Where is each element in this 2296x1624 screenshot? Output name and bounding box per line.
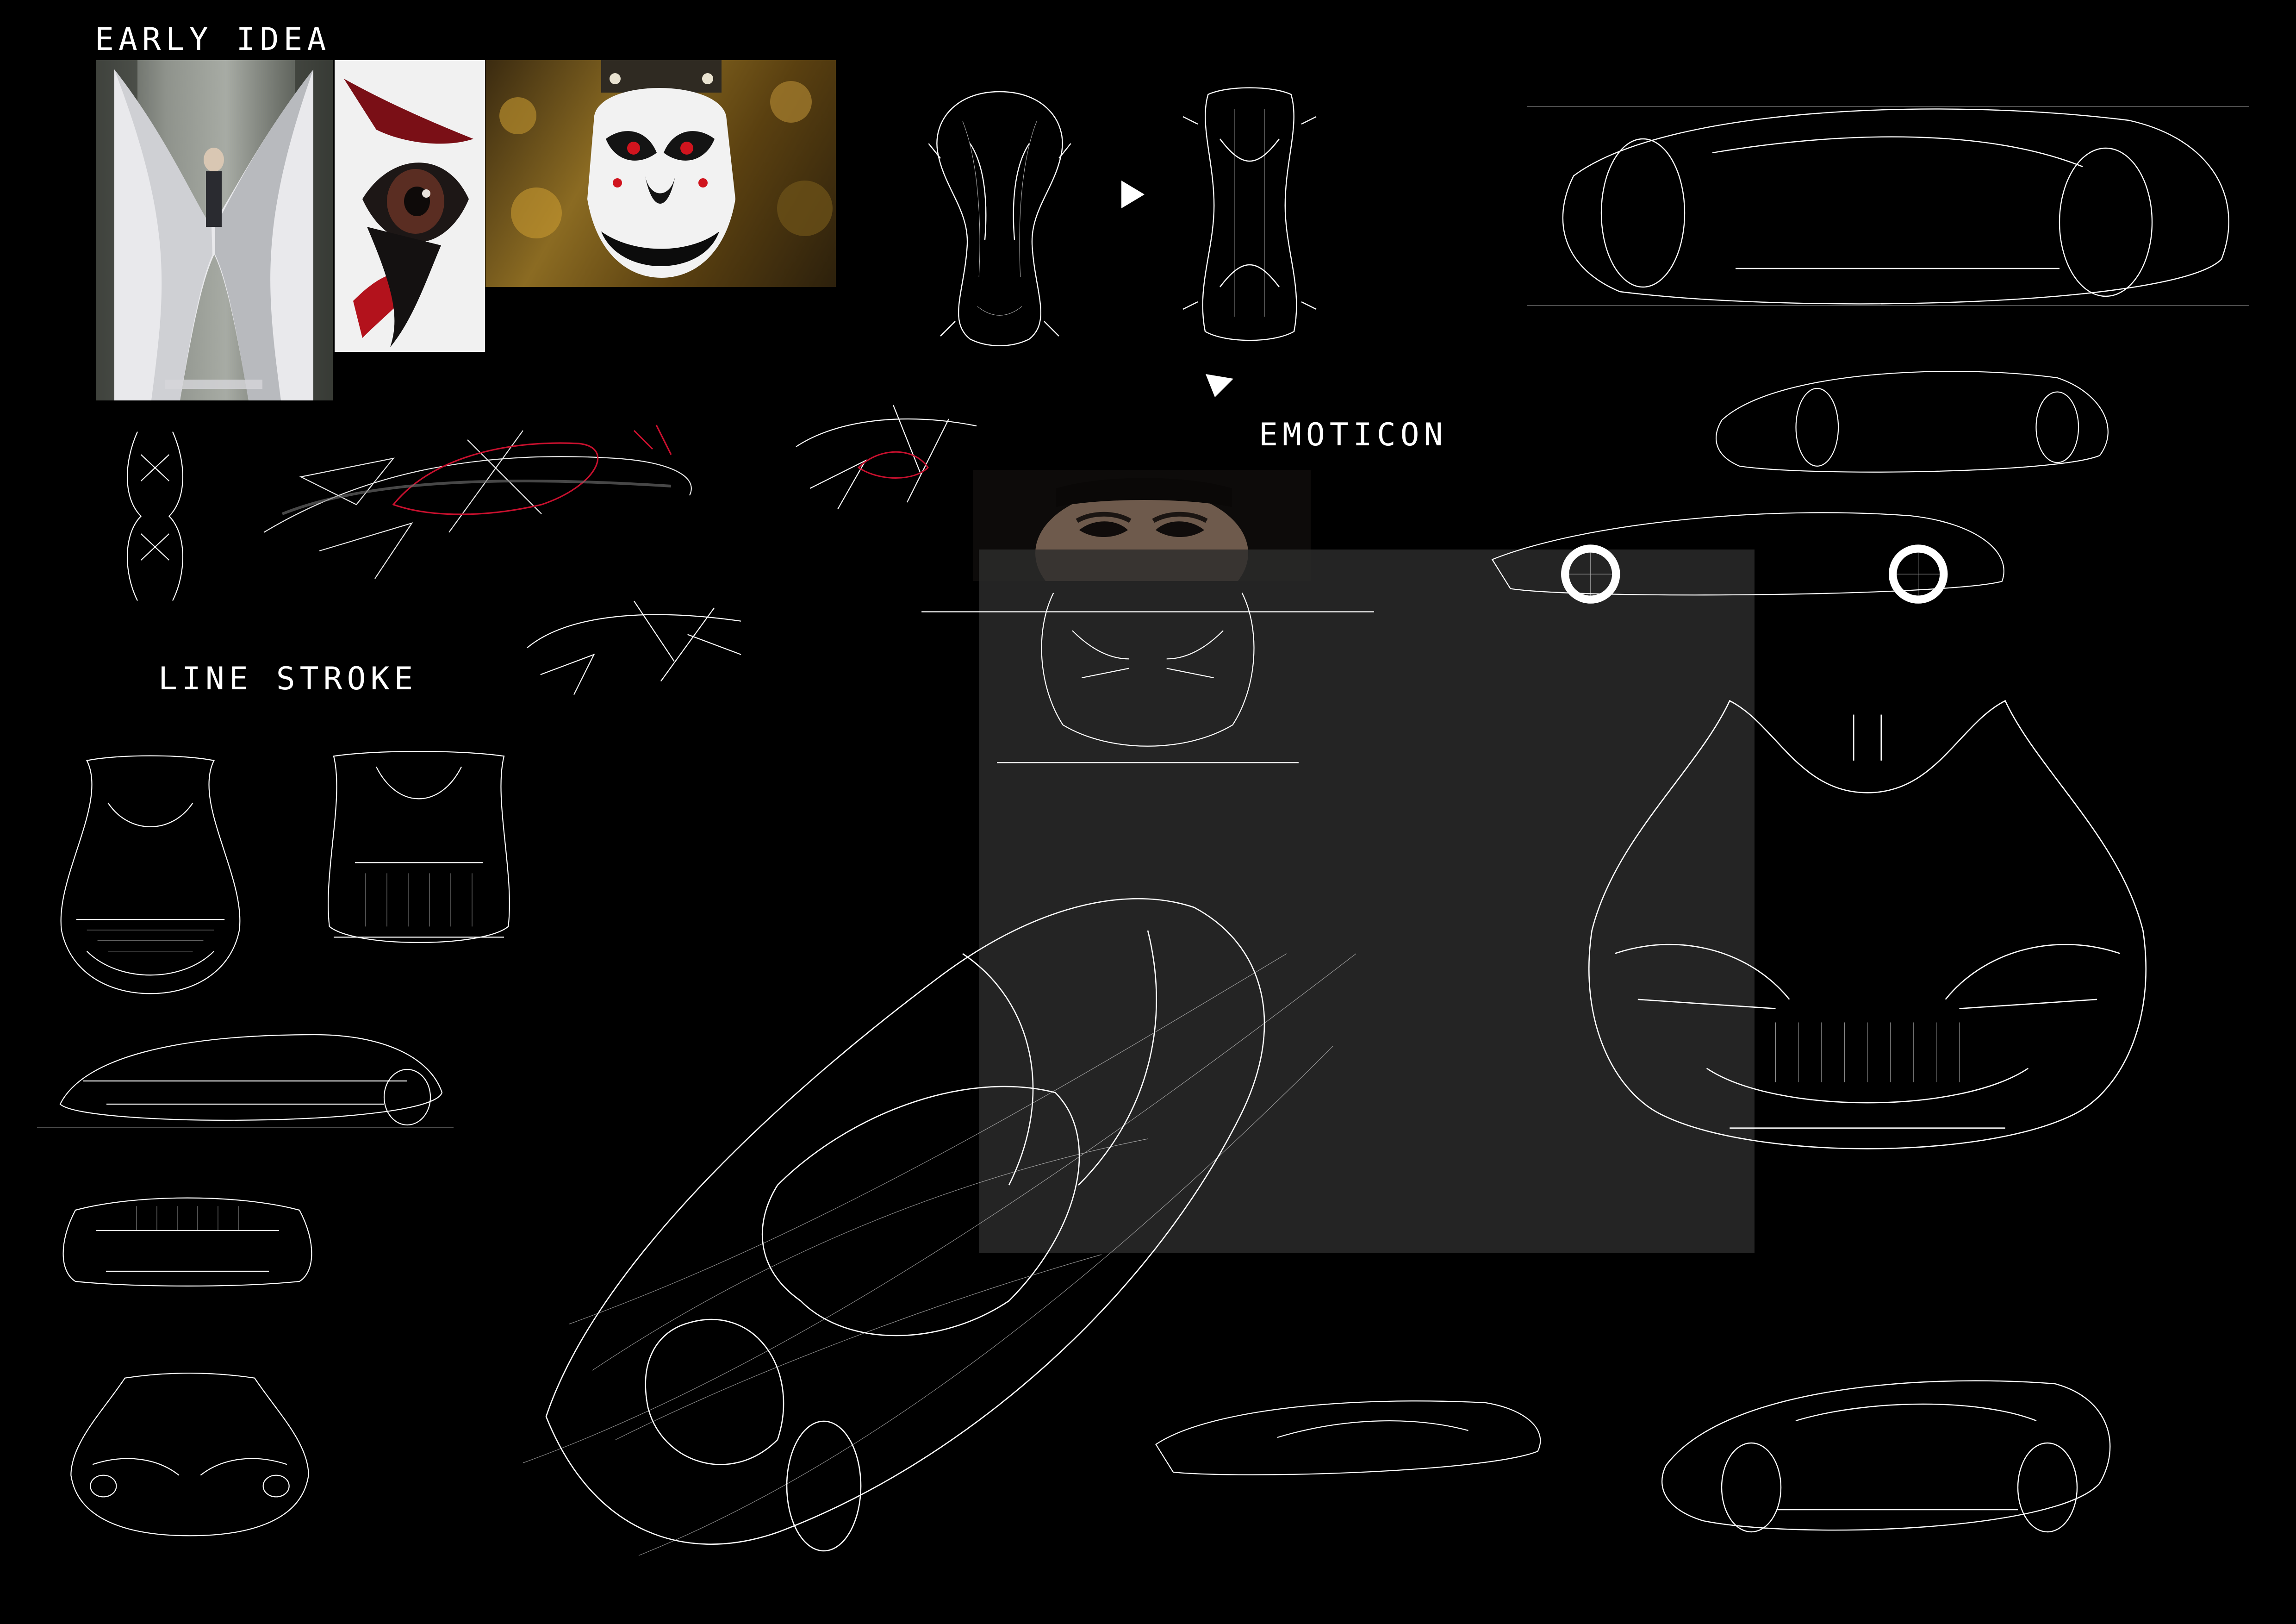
red-accent-stroke-sketch-small — [782, 391, 990, 530]
opera-mask-shape — [499, 60, 833, 278]
arrow-right-icon — [1121, 181, 1145, 208]
side-view-sketch-1 — [37, 1023, 454, 1139]
line-stroke-sketch-bottom — [509, 581, 759, 701]
rear-view-sketch-1 — [312, 745, 525, 963]
plan-view-sketch-b — [1176, 79, 1324, 347]
gown-sculpture-shape — [96, 60, 333, 400]
emoticon-front-sketch — [921, 574, 1375, 778]
front-view-sketch-2 — [60, 1366, 319, 1542]
side-view-sketch-bottom — [1134, 1382, 1560, 1493]
heading-line-stroke: LINE STROKE — [158, 661, 418, 697]
rear-view-sketch-2 — [53, 1190, 322, 1292]
arrow-down-icon — [1206, 374, 1233, 397]
side-view-sketch-right — [1474, 486, 2020, 604]
line-stroke-sketch-vertical — [118, 428, 192, 604]
reference-photo-eye — [335, 60, 485, 352]
painted-eye-shape — [344, 79, 473, 347]
reference-photo-opera-mask — [485, 60, 836, 287]
red-accent-stroke-sketch — [245, 403, 717, 588]
heading-emoticon: EMOTICON — [1259, 417, 1448, 453]
side-perspective-sketch-top-1 — [1527, 83, 2249, 324]
large-perspective-sketch — [500, 861, 1379, 1583]
reference-photo-gown — [96, 60, 333, 400]
heading-early-idea: EARLY IDEA — [95, 21, 331, 58]
front-view-sketch-large — [1569, 676, 2166, 1185]
front-view-sketch-1 — [44, 750, 257, 1000]
perspective-sketch-bottom-right — [1648, 1354, 2129, 1558]
plan-view-sketch-a — [926, 83, 1074, 352]
side-perspective-sketch-top-2 — [1703, 350, 2129, 484]
